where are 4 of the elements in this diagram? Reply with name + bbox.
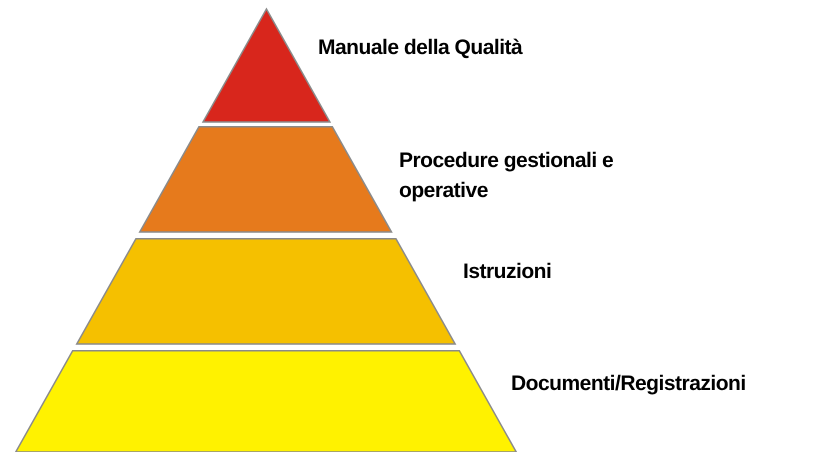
level-label: Documenti/Registrazioni bbox=[511, 372, 746, 395]
level-label: Procedure gestionali e operative bbox=[399, 149, 614, 202]
level-label: Manuale della Qualità bbox=[318, 36, 522, 59]
level-label: Istruzioni bbox=[463, 260, 552, 283]
